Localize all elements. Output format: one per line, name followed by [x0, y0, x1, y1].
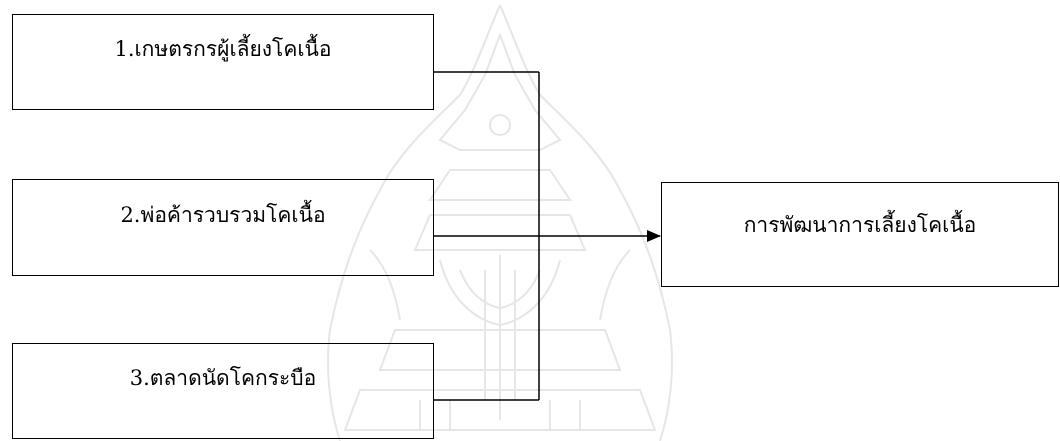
source-box-market-label: 3.ตลาดนัดโคกระบือ	[129, 366, 317, 391]
source-box-farmers: 1.เกษตรกรผู้เลี้ยงโคเนื้อ	[12, 14, 434, 110]
university-seal-watermark	[327, 4, 673, 441]
target-box-development: การพัฒนาการเลี้ยงโคเนื้อ	[661, 182, 1059, 287]
source-box-traders: 2.พ่อค้ารวบรวมโคเนื้อ	[12, 179, 434, 276]
source-box-farmers-label: 1.เกษตรกรผู้เลี้ยงโคเนื้อ	[114, 37, 332, 62]
source-box-traders-label: 2.พ่อค้ารวบรวมโคเนื้อ	[120, 202, 326, 227]
target-box-development-label: การพัฒนาการเลี้ยงโคเนื้อ	[743, 212, 977, 237]
source-box-market: 3.ตลาดนัดโคกระบือ	[12, 343, 434, 439]
